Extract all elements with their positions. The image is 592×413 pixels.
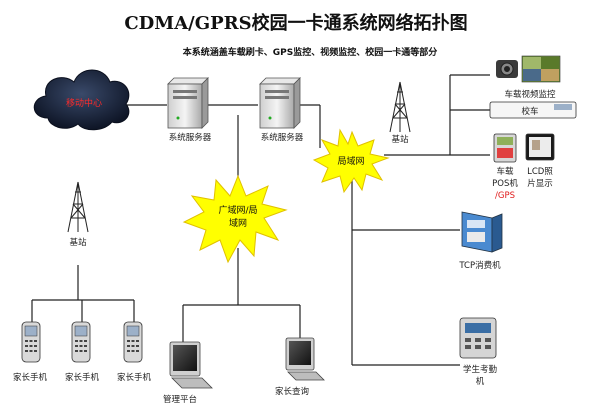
lcd-photo-label-2: 片显示 — [527, 178, 553, 189]
wan-burst: 广域网/局 域网 — [182, 174, 288, 264]
attendance-label-2: 机 — [476, 376, 485, 387]
vehicle-pos: 车载 POS机 /GPS — [492, 133, 518, 201]
lcd-display-icon — [525, 133, 555, 161]
server-1 — [167, 77, 209, 129]
school-bus: 校车 — [489, 101, 577, 119]
mobile-center-cloud: 移动中心 — [33, 69, 130, 131]
lan-burst-shape — [312, 128, 390, 194]
server-icon — [259, 77, 301, 129]
parent-phone-2-label: 家长手机 — [65, 372, 100, 383]
parent-query-terminal-label: 家长查询 — [275, 386, 309, 397]
student-attendance-terminal: 学生考勤 机 — [459, 317, 498, 387]
computer-terminal-icon — [285, 337, 325, 381]
lcd-photo-display: LCD照 片显示 — [525, 133, 555, 189]
base-station-left: 基站 — [67, 181, 89, 248]
diagram-title: CDMA/GPRS校园一卡通系统网络拓扑图 — [124, 12, 467, 34]
base-station-left-label: 基站 — [69, 237, 87, 248]
video-camera-icon — [496, 60, 518, 78]
parent-phone-3-label: 家长手机 — [117, 372, 152, 383]
computer-terminal-icon — [169, 341, 213, 389]
vehicle-pos-label-2: POS机 — [492, 178, 518, 189]
wan-burst-label-1: 广域网/局 — [218, 204, 257, 216]
parent-phone-1-label: 家长手机 — [13, 372, 48, 383]
base-station-right-label: 基站 — [391, 134, 409, 145]
tcp-terminal-label: TCP消费机 — [458, 260, 501, 271]
tcp-terminal-icon — [461, 211, 503, 253]
server-2 — [259, 77, 301, 129]
vehicle-video-label: 车载视频监控 — [504, 89, 556, 100]
attendance-machine-icon — [459, 317, 497, 359]
wan-burst-label-2: 域网 — [229, 217, 247, 229]
vehicle-pos-label-3: /GPS — [495, 191, 515, 201]
diagram-subtitle: 本系统涵盖车载刷卡、GPS监控、视频监控、校园一卡通等部分 — [183, 46, 437, 58]
connection-lines — [31, 74, 490, 366]
antenna-tower-icon — [67, 181, 89, 233]
parent-phone-2: 家长手机 — [65, 321, 100, 383]
management-terminal-label: 管理平台 — [163, 394, 197, 405]
parent-phone-3: 家长手机 — [117, 321, 152, 383]
school-bus-label: 校车 — [521, 106, 538, 117]
wan-burst-shape — [182, 174, 288, 264]
mobile-phone-icon — [71, 321, 91, 363]
cloud-label: 移动中心 — [66, 97, 102, 109]
monitor-thumbnails-icon — [521, 55, 561, 83]
server-icon — [167, 77, 209, 129]
lan-burst-label: 局域网 — [337, 155, 364, 167]
bus-icon — [489, 101, 577, 119]
attendance-label-1: 学生考勤 — [463, 364, 498, 375]
vehicle-pos-label-1: 车载 — [496, 166, 514, 177]
tcp-consumption-terminal: TCP消费机 — [458, 211, 503, 271]
mobile-phone-icon — [21, 321, 41, 363]
lan-burst: 局域网 — [312, 128, 390, 194]
base-station-right: 基站 — [389, 81, 411, 145]
parent-query-terminal: 家长查询 — [275, 337, 325, 397]
management-terminal: 管理平台 — [163, 341, 213, 405]
server-1-label: 系统服务器 — [169, 132, 212, 143]
cloud-icon — [33, 69, 130, 131]
pos-terminal-icon — [493, 133, 517, 163]
mobile-phone-icon — [123, 321, 143, 363]
vehicle-video-monitor: 车载视频监控 — [496, 55, 561, 100]
antenna-tower-icon — [389, 81, 411, 133]
lcd-photo-label-1: LCD照 — [527, 167, 553, 177]
parent-phone-1: 家长手机 — [13, 321, 48, 383]
server-2-label: 系统服务器 — [261, 132, 304, 143]
